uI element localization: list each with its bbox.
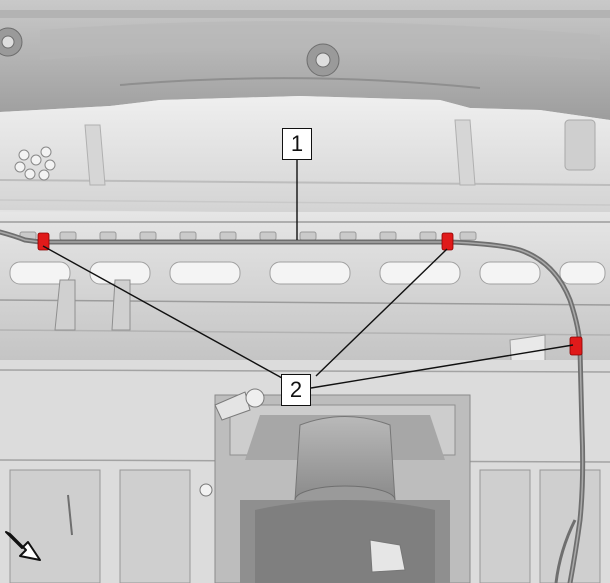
mounting-stud-left [0,27,23,57]
bolt-ring [14,146,56,181]
center-housing [214,394,471,583]
mounting-stud-center [306,43,340,77]
direction-arrow-icon [5,531,41,561]
pipe-clip-right [569,336,583,356]
leader-line-2a [42,245,283,379]
upper-floor-pan [0,0,610,120]
leader-line-2c [310,344,574,389]
callout-2: 2 [281,374,311,406]
leader-lines [42,160,574,389]
leader-line-2b [315,248,448,377]
pipe-clip-left [37,232,50,251]
pipe-clip-center [441,232,454,251]
pipe-bracket-small [214,388,265,421]
ribbed-floor-panel [0,212,610,379]
pipe-line [0,229,586,583]
callout-1: 1 [282,128,312,160]
